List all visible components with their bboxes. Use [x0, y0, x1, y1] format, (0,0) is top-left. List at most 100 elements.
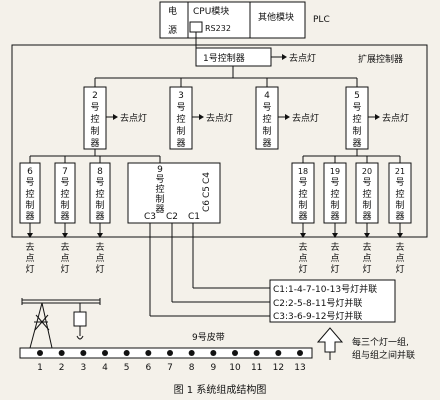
svg-text:器: 器 — [298, 211, 307, 222]
svg-text:制: 制 — [298, 199, 307, 211]
svg-text:器: 器 — [262, 138, 271, 149]
controller-6: 6 号 控 制 器 — [19, 162, 41, 224]
svg-text:号: 号 — [90, 102, 99, 113]
svg-text:制: 制 — [352, 125, 361, 137]
svg-text:控: 控 — [60, 188, 69, 200]
svg-text:去: 去 — [298, 241, 307, 253]
legend-c3: C3:3-6-9-12号灯并联 — [273, 310, 362, 322]
lamp-3 — [80, 350, 87, 356]
svg-text:号: 号 — [395, 177, 404, 188]
svg-text:号: 号 — [298, 177, 307, 188]
svg-text:制: 制 — [90, 125, 99, 137]
svg-text:灯: 灯 — [60, 264, 69, 275]
belt-label: 9号皮带 — [192, 331, 225, 343]
svg-text:器: 器 — [362, 211, 371, 222]
controller-2-output: 去点灯 — [120, 112, 147, 124]
svg-text:去: 去 — [95, 241, 104, 253]
svg-text:制: 制 — [176, 125, 185, 137]
svg-text:制: 制 — [25, 199, 34, 211]
plc-label: PLC — [313, 15, 330, 25]
svg-text:点: 点 — [395, 253, 404, 264]
svg-text:20: 20 — [362, 167, 372, 176]
lamp-11 — [253, 350, 260, 356]
lamp-8 — [188, 350, 195, 356]
controller-5-output: 去点灯 — [382, 112, 409, 124]
svg-text:制: 制 — [262, 125, 271, 137]
controller-18: 18 号 控 制 器 — [291, 162, 315, 224]
svg-text:控: 控 — [362, 188, 371, 200]
lamp-7 — [167, 350, 173, 356]
svg-text:器: 器 — [95, 211, 104, 222]
lamp-6 — [145, 350, 152, 356]
lamp-number: 3 — [80, 363, 86, 373]
svg-text:控: 控 — [330, 188, 339, 200]
svg-text:号: 号 — [262, 102, 271, 113]
svg-text:19: 19 — [330, 167, 340, 176]
svg-text:制: 制 — [155, 193, 164, 205]
lamp-number: 13 — [294, 363, 305, 373]
svg-text:号: 号 — [352, 102, 361, 113]
svg-text:控: 控 — [352, 113, 361, 125]
rs232-port — [189, 21, 203, 33]
controller-20: 20 号 控 制 器 — [355, 162, 379, 224]
port-wires — [149, 223, 270, 317]
svg-text:号: 号 — [330, 177, 339, 188]
lamp-number: 12 — [273, 363, 284, 373]
svg-text:制: 制 — [60, 199, 69, 211]
plc-block: 电 源 CPU模块 RS232 其他模块 PLC — [159, 1, 330, 39]
svg-text:器: 器 — [155, 204, 164, 215]
svg-text:去: 去 — [25, 241, 34, 253]
port-c2: C2 — [166, 212, 178, 222]
svg-text:4: 4 — [264, 91, 270, 101]
controller-19: 19 号 控 制 器 — [323, 162, 347, 224]
svg-text:18: 18 — [298, 167, 308, 176]
port-c1: C1 — [188, 212, 200, 222]
svg-text:21: 21 — [395, 167, 405, 176]
rs232-label: RS232 — [205, 24, 231, 33]
controller-8: 8 号 控 制 器 — [89, 162, 111, 224]
lamp-number: 2 — [59, 363, 65, 373]
lamp-group-legend: C1:1-4-7-10-13号灯并联 C2:2-5-8-11号灯并联 C3:3-… — [269, 279, 396, 323]
lamp-4 — [102, 350, 108, 356]
svg-text:9: 9 — [157, 165, 163, 175]
svg-text:灯: 灯 — [25, 264, 34, 275]
port-c5: C5 — [202, 186, 212, 198]
controller-7: 7 号 控 制 器 — [54, 162, 76, 224]
svg-text:号: 号 — [155, 174, 164, 185]
svg-text:制: 制 — [395, 199, 404, 211]
cpu-module-label: CPU模块 — [193, 5, 229, 17]
svg-text:8: 8 — [97, 167, 103, 177]
lamp-12 — [275, 350, 282, 356]
svg-text:器: 器 — [90, 138, 99, 149]
controller-1-label: 1号控制器 — [203, 52, 245, 64]
svg-text:器: 器 — [176, 138, 185, 149]
svg-text:点: 点 — [330, 253, 339, 264]
other-module-label: 其他模块 — [258, 11, 294, 23]
controller-1-output: 去点灯 — [289, 52, 316, 64]
lamp-number: 4 — [102, 363, 108, 373]
svg-text:号: 号 — [25, 177, 34, 188]
lamp-1 — [37, 350, 43, 356]
legend-c2: C2:2-5-8-11号灯并联 — [273, 297, 362, 309]
power-char-2: 源 — [168, 25, 177, 36]
svg-text:号: 号 — [60, 177, 69, 188]
svg-text:控: 控 — [176, 113, 185, 125]
controller-5: 5 号 控 制 器 去点灯 — [345, 86, 409, 150]
svg-text:点: 点 — [95, 253, 104, 264]
svg-text:7: 7 — [62, 167, 68, 177]
power-char-1: 电 — [168, 5, 177, 17]
controller-2: 2 号 控 制 器 去点灯 — [83, 86, 147, 150]
lamp-number: 1 — [37, 363, 43, 373]
controller-4-output: 去点灯 — [292, 112, 319, 124]
svg-text:控: 控 — [95, 188, 104, 200]
controller-21: 21 号 控 制 器 — [388, 162, 412, 224]
grouping-note-line1: 每三个灯一组, — [352, 336, 409, 348]
up-arrow-icon — [316, 327, 344, 353]
lamp-number: 9 — [210, 363, 216, 373]
lamp-number: 7 — [167, 363, 173, 373]
svg-text:点: 点 — [298, 253, 307, 264]
svg-text:点: 点 — [25, 253, 34, 264]
row3-left-outputs: 去 点 灯 去 点 灯 去 点 灯 — [25, 223, 105, 275]
